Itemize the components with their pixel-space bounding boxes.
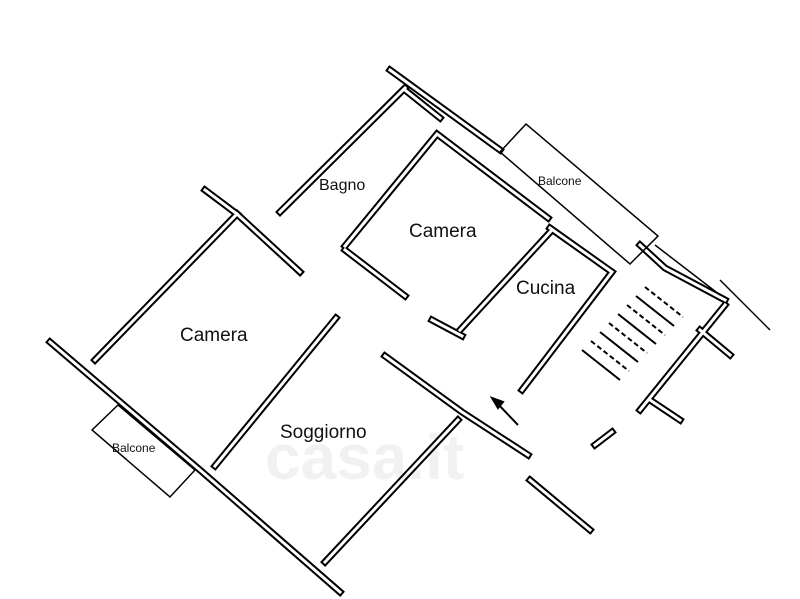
balcone-right-outline bbox=[498, 122, 660, 266]
stair-step bbox=[626, 304, 666, 336]
room-label-camera: Camera bbox=[180, 325, 248, 346]
room-label-soggiorno: Soggiorno bbox=[280, 422, 367, 443]
wall bbox=[234, 211, 303, 275]
room-label-cucina: Cucina bbox=[516, 278, 576, 299]
stair-step bbox=[644, 286, 684, 318]
wall bbox=[697, 327, 733, 358]
balcone-left-outline bbox=[90, 403, 197, 499]
stair-step bbox=[599, 331, 639, 363]
room-label-bagno: Bagno bbox=[319, 177, 366, 194]
watermark: casa.it bbox=[265, 421, 465, 493]
wall bbox=[519, 225, 615, 393]
wall bbox=[47, 339, 343, 595]
stairs bbox=[581, 286, 684, 381]
wall bbox=[387, 67, 503, 153]
wall bbox=[592, 429, 615, 448]
stair-step bbox=[590, 340, 630, 372]
wall bbox=[637, 302, 728, 413]
wall bbox=[527, 477, 593, 533]
wall bbox=[637, 242, 728, 303]
wall bbox=[342, 247, 408, 299]
stair-step bbox=[617, 313, 657, 345]
wall bbox=[402, 87, 443, 121]
wall bbox=[647, 397, 683, 423]
stair-step bbox=[608, 322, 648, 354]
wall bbox=[322, 417, 461, 565]
wall bbox=[429, 317, 465, 339]
wall bbox=[342, 131, 551, 249]
room-label-balcone: Balcone bbox=[112, 441, 156, 455]
entrance-arrow-icon bbox=[489, 396, 519, 426]
stair-step bbox=[635, 295, 675, 327]
wall bbox=[202, 187, 240, 217]
wall bbox=[92, 211, 240, 363]
wall bbox=[457, 227, 555, 333]
wall bbox=[277, 85, 408, 215]
room-label-balcone: Balcone bbox=[538, 174, 582, 188]
wall bbox=[212, 315, 339, 469]
wall bbox=[382, 353, 531, 458]
room-label-camera: Camera bbox=[409, 221, 477, 242]
stair-step bbox=[581, 349, 621, 381]
